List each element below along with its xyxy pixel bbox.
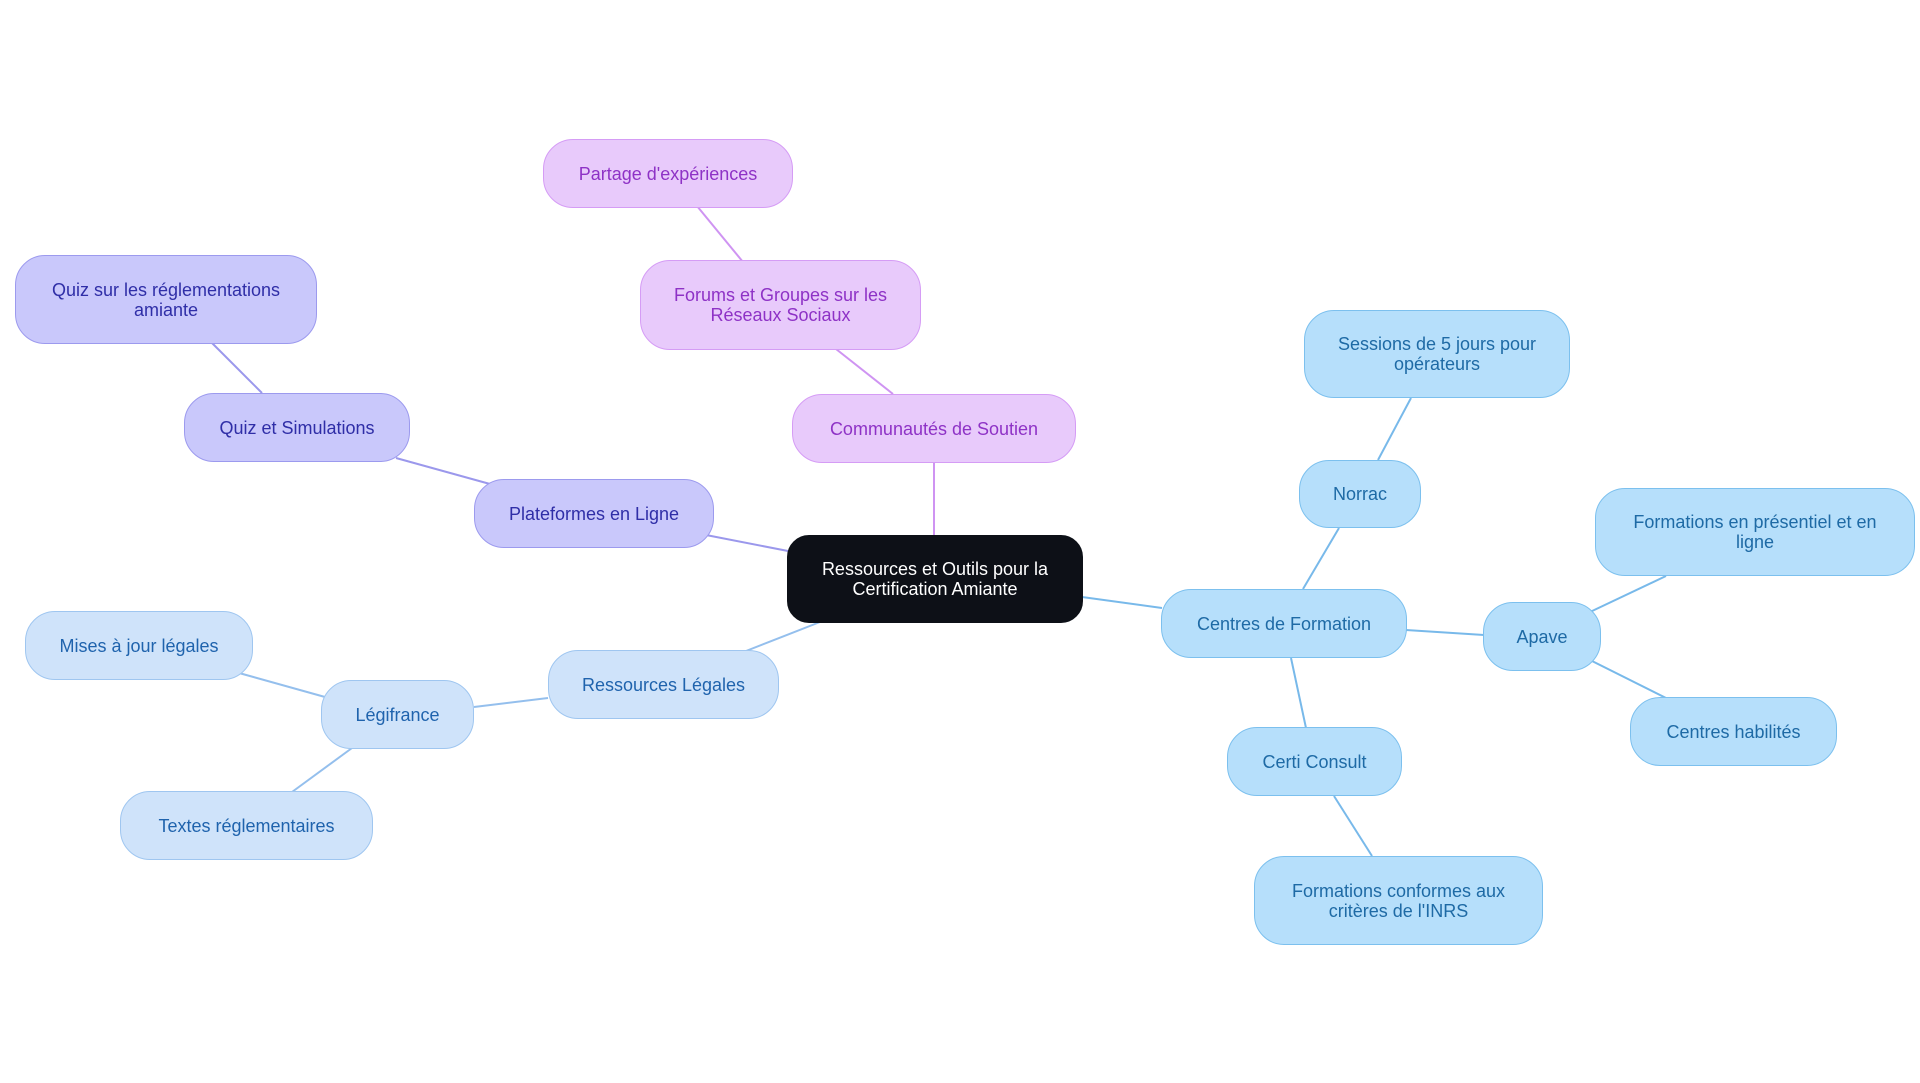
root-label: Ressources et Outils pour la Certificati… bbox=[821, 559, 1049, 599]
node-label: Sessions de 5 jours pour opérateurs bbox=[1337, 334, 1537, 374]
node-norrac: Norrac bbox=[1299, 460, 1421, 528]
root-node: Ressources et Outils pour la Certificati… bbox=[787, 535, 1083, 623]
node-quiz-reglementations: Quiz sur les réglementations amiante bbox=[15, 255, 317, 344]
node-label: Norrac bbox=[1332, 484, 1387, 504]
node-formations-presentiel: Formations en présentiel et en ligne bbox=[1595, 488, 1915, 576]
node-communautes-de-soutien: Communautés de Soutien bbox=[792, 394, 1076, 463]
node-quiz-et-simulations: Quiz et Simulations bbox=[184, 393, 410, 462]
node-formations-inrs: Formations conformes aux critères de l'I… bbox=[1254, 856, 1543, 945]
edge-legifrance-mises bbox=[238, 672, 326, 698]
node-label: Centres de Formation bbox=[1196, 613, 1372, 634]
node-mises-a-jour-legales: Mises à jour légales bbox=[25, 611, 253, 680]
node-label: Mises à jour légales bbox=[59, 635, 219, 656]
node-apave: Apave bbox=[1483, 602, 1601, 671]
node-sessions-5-jours: Sessions de 5 jours pour opérateurs bbox=[1304, 310, 1570, 398]
edge-centres-certi bbox=[1290, 657, 1307, 729]
edge-communautes-forums bbox=[835, 348, 894, 395]
edge-forums-partage bbox=[696, 205, 744, 263]
edge-root-plateformes bbox=[705, 534, 789, 552]
node-label: Forums et Groupes sur les Réseaux Sociau… bbox=[673, 285, 888, 325]
edge-legifrance-textes bbox=[291, 747, 353, 793]
node-label: Partage d'expériences bbox=[578, 163, 758, 184]
edge-root-centres bbox=[1081, 596, 1163, 609]
edge-apave-centres-habilites bbox=[1589, 659, 1667, 699]
node-plateformes-en-ligne: Plateformes en Ligne bbox=[474, 479, 714, 548]
node-label: Quiz sur les réglementations amiante bbox=[51, 279, 281, 320]
node-label: Plateformes en Ligne bbox=[508, 503, 680, 524]
edge-ressources-legifrance bbox=[473, 697, 549, 708]
node-label: Textes réglementaires bbox=[158, 815, 335, 836]
edge-certi-formations-inrs bbox=[1333, 795, 1373, 857]
node-partage-experiences: Partage d'expériences bbox=[543, 139, 793, 208]
edge-apave-formations-presentiel bbox=[1589, 575, 1667, 613]
node-label: Communautés de Soutien bbox=[829, 418, 1039, 439]
node-label: Légifrance bbox=[355, 704, 440, 725]
edge-plateformes-quiz bbox=[395, 457, 491, 485]
node-legifrance: Légifrance bbox=[321, 680, 474, 749]
edge-centres-norrac bbox=[1302, 527, 1340, 590]
edge-root-ressources-legales bbox=[745, 621, 821, 652]
node-forums-et-groupes: Forums et Groupes sur les Réseaux Sociau… bbox=[640, 260, 921, 350]
edge-centres-apave bbox=[1405, 629, 1485, 636]
node-label: Quiz et Simulations bbox=[219, 417, 375, 438]
node-label: Formations conformes aux critères de l'I… bbox=[1291, 880, 1506, 921]
edge-norrac-sessions bbox=[1377, 397, 1412, 461]
node-centres-de-formation: Centres de Formation bbox=[1161, 589, 1407, 658]
node-label: Ressources Légales bbox=[581, 674, 746, 695]
node-textes-reglementaires: Textes réglementaires bbox=[120, 791, 373, 860]
node-certi-consult: Certi Consult bbox=[1227, 727, 1402, 796]
edge-quiz-reglementations bbox=[211, 342, 263, 394]
node-label: Centres habilités bbox=[1666, 721, 1801, 742]
node-ressources-legales: Ressources Légales bbox=[548, 650, 779, 719]
node-label: Apave bbox=[1516, 626, 1568, 647]
node-label: Formations en présentiel et en ligne bbox=[1633, 512, 1877, 552]
node-centres-habilites: Centres habilités bbox=[1630, 697, 1837, 766]
node-label: Certi Consult bbox=[1262, 751, 1367, 772]
